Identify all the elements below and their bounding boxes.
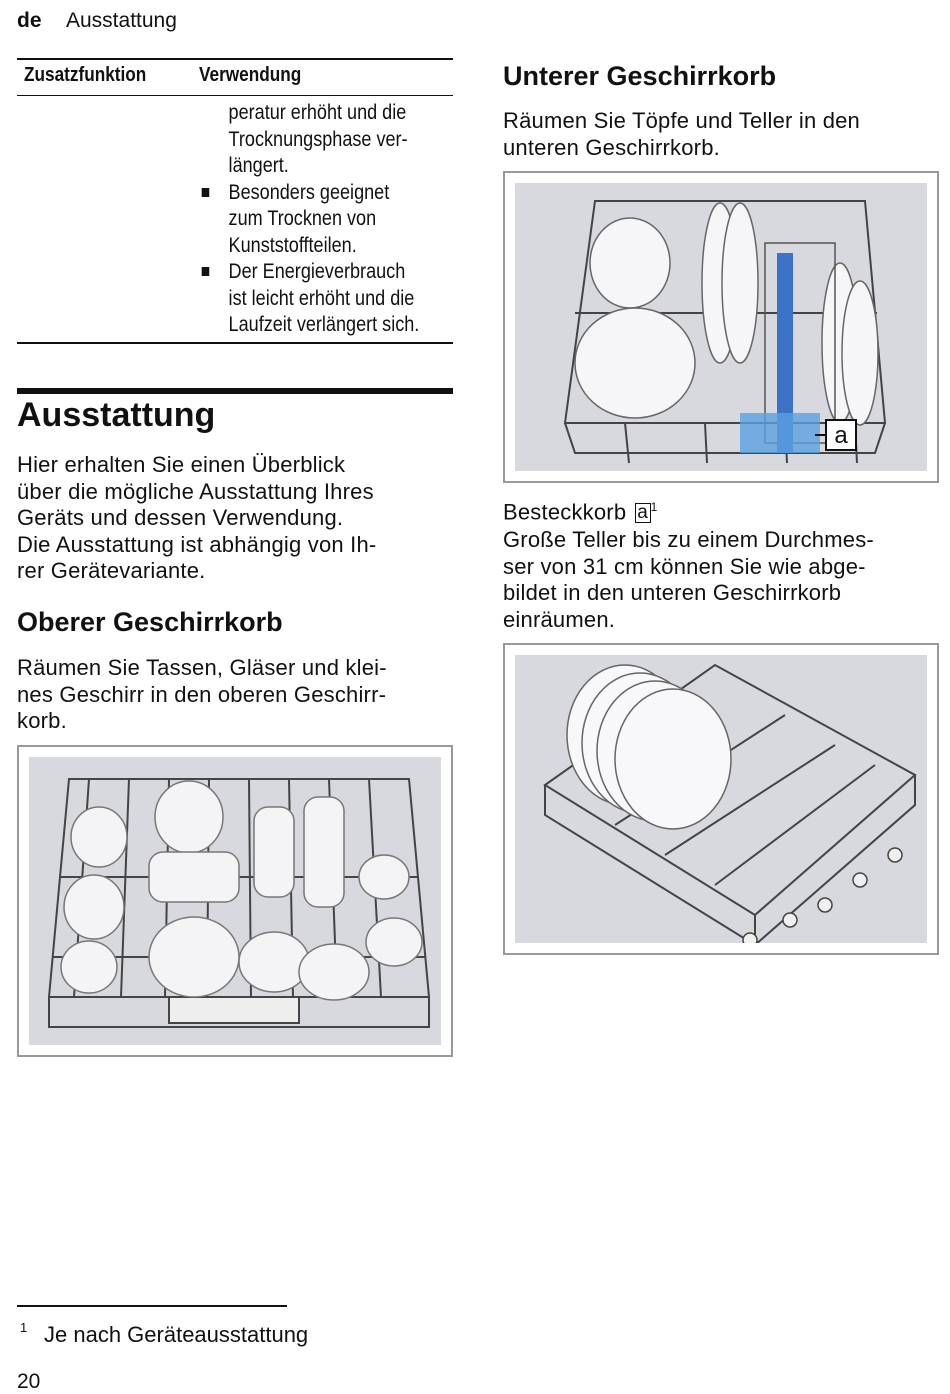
lower-basket-illustration: a — [503, 171, 939, 483]
table-cell-verwendung: peratur erhöht und die Trocknungsphase v… — [200, 99, 435, 338]
ausstattung-intro: Hier erhalten Sie einen Überblick über d… — [17, 452, 377, 583]
heading-unterer-geschirrkorb: Unterer Geschirrkorb — [503, 61, 777, 91]
upper-basket-illustration — [17, 745, 453, 1057]
continuation-text: peratur erhöht und die Trocknungsphase v… — [228, 100, 408, 177]
callout-a: a — [825, 419, 857, 451]
large-plates-illustration — [503, 643, 939, 955]
large-plates-drawing — [543, 663, 917, 943]
language-code: de — [17, 9, 42, 32]
section-heading-ausstattung: Ausstattung — [17, 396, 216, 434]
footnote-ref: 1 — [650, 500, 658, 514]
unterer-text: Räumen Sie Töpfe und Teller in den unter… — [503, 108, 860, 160]
teller-text: Große Teller bis zu einem Durchmes- ser … — [503, 527, 874, 632]
section-rule — [17, 388, 453, 394]
footnote-marker: 1 — [20, 1320, 28, 1335]
table-header-rule — [17, 95, 453, 96]
bullet-item: Der Energieverbrauch ist leicht erhöht u… — [200, 258, 435, 338]
lower-basket-drawing — [563, 200, 887, 464]
callout-marker-a: a — [634, 503, 651, 524]
page-number: 20 — [17, 1370, 41, 1393]
oberer-text: Räumen Sie Tassen, Gläser und klei- nes … — [17, 655, 387, 733]
heading-oberer-geschirrkorb: Oberer Geschirrkorb — [17, 607, 283, 637]
upper-basket-drawing — [47, 778, 431, 1028]
bullet-list: Besonders geeignet zum Trocknen von Kuns… — [200, 179, 435, 338]
footnote-text: Je nach Geräteausstattung — [44, 1322, 309, 1347]
table-bottom-rule — [17, 342, 453, 344]
footnote-rule — [17, 1305, 287, 1307]
bullet-item: Besonders geeignet zum Trocknen von Kuns… — [200, 179, 435, 259]
table-header-verwendung: Verwendung — [199, 64, 302, 86]
table-top-rule — [17, 58, 453, 60]
table-header-zusatzfunktion: Zusatzfunktion — [24, 64, 147, 86]
running-header-title: Ausstattung — [66, 9, 177, 32]
